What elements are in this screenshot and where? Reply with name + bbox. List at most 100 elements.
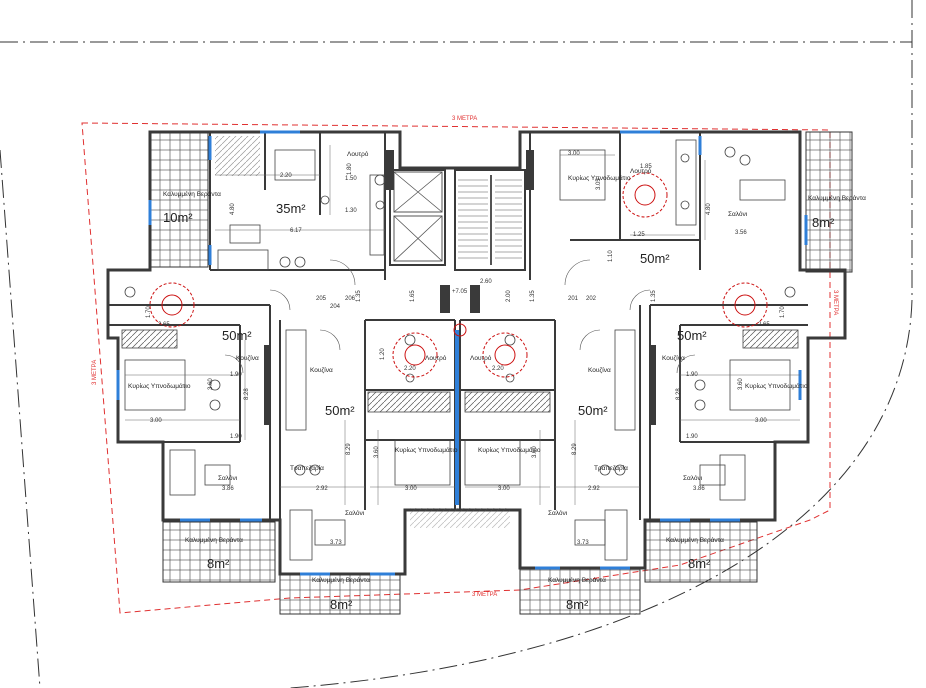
area-veranda-d: 8m² [688, 556, 711, 571]
dim-text: 2.20 [280, 173, 292, 179]
dim-text: 3.73 [577, 540, 589, 546]
label-veranda-a: Καλυμμένη Βεράντα [163, 190, 221, 198]
dim-text: 3.73 [330, 540, 342, 546]
label-dining-b: Τραπεζαρία [594, 464, 628, 472]
dim-text: 3.60 [208, 378, 214, 390]
label-bed-b: Κυρίως Υπνοδωμάτιο [128, 382, 191, 390]
label-bed-e: Κυρίως Υπνοδωμάτιο [478, 446, 541, 454]
label-kitchen-b: Κουζίνα [310, 366, 333, 374]
dim-text: 1.85 [640, 164, 652, 170]
area-veranda-c: 8m² [207, 556, 230, 571]
columns [264, 150, 656, 425]
stair-core [389, 169, 526, 271]
dim-text: 1.30 [345, 208, 357, 214]
dim-text: 3.00 [568, 151, 580, 157]
setback-label-left: 3 ΜΕΤΡΑ [92, 360, 98, 385]
dim-text: 1.35 [651, 290, 657, 302]
dim-text: 3.60 [738, 378, 744, 390]
dimension-lines [125, 145, 800, 505]
dim-text: 202 [586, 296, 597, 302]
dim-text: 1.90 [230, 434, 242, 440]
dim-text: 1.50 [345, 176, 357, 182]
label-bed-a: Κυρίως Υπνοδωμάτιο [568, 174, 631, 182]
area-unit-e: 50m² [325, 403, 355, 418]
label-bath-b: Λουτρό [630, 167, 652, 175]
area-veranda-f: 8m² [566, 597, 589, 612]
dim-text: 3.05 [596, 178, 602, 190]
label-kitchen-d: Κουζίνα [662, 354, 685, 362]
dim-text: 1.90 [686, 372, 698, 378]
area-unit-c: 50m² [222, 328, 252, 343]
setback-label-bottom: 3 ΜΕΤΡΑ [472, 592, 497, 598]
dim-text: 1.90 [686, 434, 698, 440]
dim-text: 1.90 [230, 372, 242, 378]
dim-text: 2.60 [480, 279, 492, 285]
dim-text: 2.65 [758, 322, 770, 328]
label-veranda-f: Καλυμμένη Βεράντα [548, 576, 606, 584]
label-veranda-b: Καλυμμένη Βεράντα [808, 194, 866, 202]
hatched-areas [121, 136, 799, 528]
dim-text: 3.00 [405, 486, 417, 492]
area-unit-f: 50m² [578, 403, 608, 418]
label-bath-a: Λουτρό [347, 150, 369, 158]
label-dining-a: Τραπεζαρία [290, 464, 324, 472]
dim-text: 201 [568, 296, 579, 302]
dim-text: 2.20 [404, 366, 416, 372]
dim-text: 8.28 [676, 388, 682, 400]
setback-label-top: 3 ΜΕΤΡΑ [452, 116, 477, 122]
dim-text: 2.92 [316, 486, 328, 492]
verandas [149, 131, 853, 615]
label-living-a: Σαλόνι [728, 210, 748, 218]
dim-text: 3.00 [755, 418, 767, 424]
dim-text: 1.70 [146, 306, 152, 318]
label-bed-d: Κυρίως Υπνοδωμάτιο [395, 446, 458, 454]
area-unit-b: 50m² [640, 251, 670, 266]
label-living-b: Σαλόνι [218, 474, 238, 482]
label-kitchen-c: Κουζίνα [588, 366, 611, 374]
label-kitchen-a: Κουζίνα [236, 354, 259, 362]
label-veranda-c: Καλυμμένη Βεράντα [185, 536, 243, 544]
dim-text: 1.35 [356, 290, 362, 302]
dim-text: 206 [345, 296, 356, 302]
furniture [124, 146, 796, 561]
area-unit-d: 50m² [677, 328, 707, 343]
fire-symbols [149, 172, 768, 378]
label-veranda-e: Καλυμμένη Βεράντα [312, 576, 370, 584]
dim-text: 1.20 [380, 348, 386, 360]
dim-text: 204 [330, 304, 341, 310]
dim-text: 3.86 [693, 486, 705, 492]
dim-text: 8.29 [572, 443, 578, 455]
setback-label-right: 3 ΜΕΤΡΑ [832, 290, 838, 315]
dim-text: 1.80 [347, 163, 353, 175]
label-bath-c: Λουτρό [425, 354, 447, 362]
dim-text: 8.28 [244, 388, 250, 400]
label-living-e: Σαλόνι [683, 474, 703, 482]
dim-text: 3.56 [735, 230, 747, 236]
dim-text: 1.35 [530, 290, 536, 302]
dim-text: 2.00 [506, 290, 512, 302]
dim-text: 2.92 [588, 486, 600, 492]
label-living-d: Σαλόνι [548, 509, 568, 517]
label-living-c: Σαλόνι [345, 509, 365, 517]
dim-text: 3.86 [222, 486, 234, 492]
label-veranda-d: Καλυμμένη Βεράντα [666, 536, 724, 544]
kitchen-counters [285, 139, 697, 431]
dim-text: 4.80 [230, 203, 236, 215]
windows [116, 130, 808, 576]
dim-text: 1.65 [410, 290, 416, 302]
dim-text: 205 [316, 296, 327, 302]
label-bath-d: Λουτρό [470, 354, 492, 362]
dim-text: 1.25 [633, 232, 645, 238]
door-swings [224, 259, 696, 374]
dim-text: 2.20 [492, 366, 504, 372]
area-veranda-e: 8m² [330, 597, 353, 612]
dim-text: 1.70 [780, 306, 786, 318]
dim-text: 8.29 [346, 443, 352, 455]
label-bed-c: Κυρίως Υπνοδωμάτιο [745, 382, 808, 390]
dim-text: 4.80 [706, 203, 712, 215]
dim-text: 3.60 [374, 446, 380, 458]
area-veranda-a: 10m² [163, 210, 193, 225]
area-veranda-b: 8m² [812, 215, 835, 230]
